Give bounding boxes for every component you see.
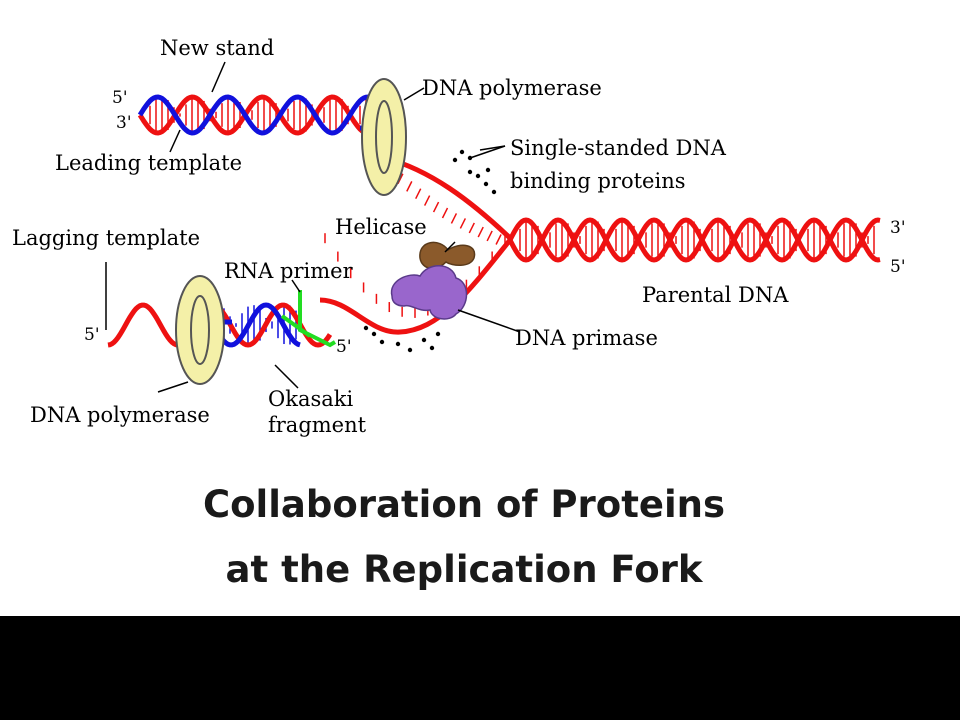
- okasaki-label-line2: fragment: [268, 413, 367, 437]
- ssb-protein-dot: [483, 181, 489, 187]
- rna-primer: [280, 290, 337, 348]
- parental-strand-a: [507, 217, 881, 263]
- unpaired-base-tick: [423, 195, 431, 206]
- rna-primer-label: RNA primer: [224, 259, 354, 283]
- parental-5-prime-label: 5': [890, 257, 906, 277]
- ssb-protein-dot: [429, 345, 435, 351]
- ssb-protein-dot: [379, 339, 385, 345]
- ssb-protein-dot: [467, 169, 473, 175]
- replication-fork-diagram: New stand DNA polymerase Single-standed …: [12, 36, 906, 591]
- single-strand-binding-proteins: [363, 149, 497, 353]
- primer-5-prime-label: 5': [336, 337, 352, 357]
- unpaired-base-tick: [450, 213, 458, 224]
- caption-line2: at the Replication Fork: [226, 548, 704, 591]
- ssb-label-line2: binding proteins: [510, 169, 686, 193]
- unpaired-base-tick: [441, 207, 449, 219]
- unpaired-base-tick: [468, 222, 475, 234]
- parental-dna-helix: [507, 217, 881, 263]
- parental-3-prime-label: 3': [890, 218, 906, 238]
- unpaired-base-tick: [495, 234, 502, 245]
- ssb-protein-dot: [371, 331, 377, 337]
- helicase-label: Helicase: [335, 215, 427, 239]
- ssb-protein-dot: [435, 331, 441, 337]
- ssb-protein-dot: [485, 167, 491, 173]
- parental-dna-label: Parental DNA: [642, 283, 789, 307]
- unpaired-base-tick: [415, 188, 422, 200]
- lagging-template-label: Lagging template: [12, 226, 200, 250]
- parental-strand-b: [507, 217, 881, 263]
- diagram-area: [0, 0, 960, 616]
- leading-strand-helix: [137, 94, 407, 145]
- ssb-protein-dot: [491, 189, 497, 195]
- leader-lines: [105, 61, 521, 393]
- helicase-protein: [419, 241, 476, 270]
- caption-line1: Collaboration of Proteins: [203, 483, 725, 526]
- unpaired-base-tick: [459, 218, 467, 229]
- dna-primase-protein: [390, 265, 468, 320]
- ssb-label-line1: Single-standed DNA: [510, 136, 727, 160]
- ssb-protein-dot: [452, 157, 458, 163]
- dna-polymerase-bottom-ring: [175, 275, 225, 385]
- ssb-protein-dot: [475, 173, 481, 179]
- top-5-prime-label: 5': [112, 88, 128, 108]
- ssb-protein-dot: [407, 347, 413, 353]
- unpaired-base-tick: [486, 230, 493, 242]
- leading-template-strand: [137, 94, 393, 136]
- dna-polymerase-top-ring: [361, 78, 407, 196]
- okasaki-label-line1: Okasaki: [268, 387, 353, 411]
- lagging-5-prime-label: 5': [84, 325, 100, 345]
- ssb-protein-dot: [395, 341, 401, 347]
- bottom-black-bar: [0, 616, 960, 720]
- top-3-prime-label: 3': [116, 113, 132, 133]
- new-strand-label: New stand: [160, 36, 274, 60]
- leading-new-strand: [137, 94, 371, 136]
- unpaired-base-tick: [477, 226, 484, 238]
- ssb-protein-dot: [421, 337, 427, 343]
- unpaired-base-tick: [406, 181, 413, 192]
- dna-primase-label: DNA primase: [515, 326, 658, 350]
- unpaired-base-tick: [432, 201, 440, 213]
- dna-polymerase-bottom-label: DNA polymerase: [30, 403, 210, 427]
- ssb-protein-dot: [363, 325, 369, 331]
- leading-template-label: Leading template: [55, 151, 242, 175]
- ssb-protein-dot: [459, 149, 465, 155]
- dna-polymerase-top-label: DNA polymerase: [422, 76, 602, 100]
